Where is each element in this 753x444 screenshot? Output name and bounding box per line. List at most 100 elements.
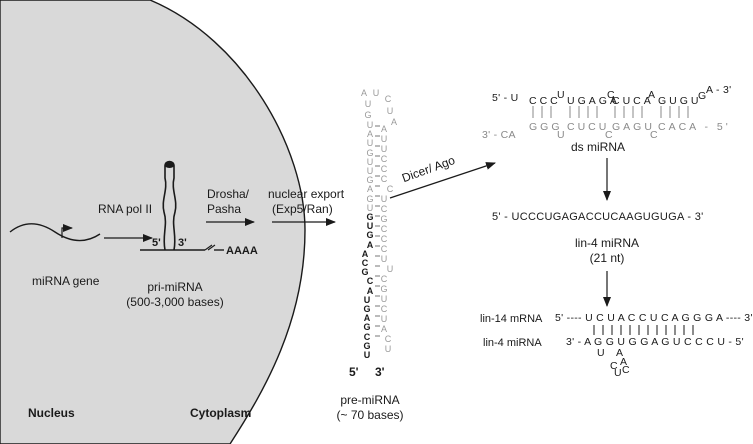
hairpin-left-nt: U <box>366 202 374 213</box>
hairpin-left-nt: U <box>366 138 374 149</box>
hairpin-left-nt: G <box>366 230 374 241</box>
pri-mirna-size: (500-3,000 bases) <box>126 295 224 309</box>
hairpin-left-nt: G <box>366 212 374 222</box>
hairpin-right-nt: C <box>380 224 388 234</box>
hairpin-loop-nt: U <box>364 99 372 109</box>
ds-top-bulge-3: A <box>648 89 656 101</box>
hairpin-left-nt: G <box>366 193 374 204</box>
hairpin-right-nt: C <box>380 204 388 214</box>
hairpin-right-nt: A <box>380 124 388 134</box>
ds-bottom-bulge-1: U <box>557 129 565 141</box>
ds-top-bulge-1: U <box>557 89 565 101</box>
hairpin-right-nt: C <box>380 174 388 184</box>
hairpin-left-nt: C <box>363 331 371 342</box>
pri-mirna-loop <box>164 162 175 168</box>
hairpin-right-nt: C <box>380 164 388 174</box>
ds-top-seq-1: CCC <box>529 95 561 107</box>
hairpin-right-nt: U <box>384 344 392 354</box>
hairpin-loop-nt: A <box>390 117 398 127</box>
hairpin-loop-nt: G <box>364 110 372 120</box>
lin14-sequence: 5' ---- U C U A C C U C A G G G A ---- 3… <box>555 312 753 324</box>
lin4-bulge-nt: C <box>610 360 618 372</box>
hairpin-right-nt: C <box>386 184 394 194</box>
lin4-sequence: 3' - A G G U G G A G U C C C U - 5' <box>566 336 744 348</box>
pre-mirna-pair-ticks <box>375 125 380 337</box>
ds-bottom-seq-3: GAGU <box>612 121 655 133</box>
hairpin-left-nt: U <box>366 156 374 167</box>
mirna-gene-line <box>9 223 101 242</box>
pre-three-prime: 3' <box>375 365 385 379</box>
hairpin-right-nt: C <box>380 154 388 164</box>
mature-sequence: 5' - UCCCUGAGACCUCAAGUGUGA - 3' <box>492 211 704 223</box>
hairpin-left-nt: A <box>366 285 374 296</box>
hairpin-left-nt: G <box>363 340 371 351</box>
hairpin-loop-nt: C <box>384 94 392 104</box>
export-factors: (Exp5/Ran) <box>272 202 333 216</box>
hairpin-left-nt: U <box>366 166 374 176</box>
lin4-bulge-nt: A <box>616 347 624 359</box>
hairpin-right-nt: U <box>386 264 394 274</box>
lin4-bulge-nt: U <box>597 347 605 359</box>
hairpin-right-nt: C <box>380 274 388 284</box>
hairpin-loop-nt: A <box>360 88 368 98</box>
hairpin-loop-nt: U <box>372 88 380 98</box>
hairpin-loop-nt: U <box>386 106 394 116</box>
hairpin-left-nt: G <box>363 322 371 333</box>
pri-mirna-break <box>204 244 216 251</box>
hairpin-right-nt: G <box>380 284 388 294</box>
lin4-bulge-nt: A <box>620 356 628 368</box>
hairpin-right-nt: U <box>380 314 388 324</box>
ds-top-seq-3: CUCA <box>612 95 654 107</box>
hairpin-left-nt: G <box>363 304 371 314</box>
hairpin-left-nt: U <box>363 350 371 360</box>
hairpin-right-nt: A <box>380 324 388 334</box>
pre-mirna-label: pre-miRNA <box>340 393 400 407</box>
ds-bottom-seq-1: GGG <box>529 121 563 133</box>
pri-five-prime: 5' <box>152 237 161 249</box>
promoter-arrow <box>61 224 73 238</box>
pre-mirna-size: (~ 70 bases) <box>336 408 404 422</box>
cytoplasm-label: Cytoplasm <box>190 406 252 420</box>
nucleus-region <box>0 0 306 444</box>
pri-three-prime: 3' <box>178 237 187 249</box>
hairpin-left-nt: A <box>361 248 369 259</box>
pri-mirna-hairpin <box>162 160 177 251</box>
hairpin-right-nt: U <box>380 134 388 144</box>
diagram-artwork <box>0 0 694 444</box>
hairpin-left-nt: A <box>366 239 374 250</box>
ds-top-tail: G <box>698 90 707 102</box>
ds-bottom-lead: 3' - CA <box>482 129 516 141</box>
lin4-length: (21 nt) <box>589 251 625 265</box>
ds-bottom-seq-4: CACA - 5' <box>658 121 731 133</box>
hairpin-left-nt: C <box>361 258 369 268</box>
pre-five-prime: 5' <box>349 365 359 379</box>
ds-top-end: A - 3' <box>706 84 732 96</box>
ds-top-seq-2: UGAGA <box>567 95 620 107</box>
lin14-mrna-label: lin-14 mRNA <box>480 313 543 325</box>
rna-pol-label: RNA pol II <box>98 202 153 216</box>
hairpin-left-nt: C <box>366 276 374 287</box>
lin4-bulge-nt: C <box>622 364 630 376</box>
ds-top-lead: 5' - U <box>492 92 519 104</box>
ds-mirna-pair-lines <box>532 106 689 118</box>
poly-a-tail: AAAA <box>226 245 258 257</box>
lin4-mirna-label: lin-4 miRNA <box>483 337 542 349</box>
hairpin-left-nt: G <box>366 147 374 158</box>
ds-bottom-bulge-3: C <box>650 129 658 141</box>
pasha-label: Pasha <box>207 202 242 216</box>
hairpin-left-nt: G <box>366 175 374 186</box>
ds-mirna-label: ds miRNA <box>570 140 626 154</box>
hairpin-right-nt: U <box>380 194 388 204</box>
export-label: nuclear export <box>268 187 345 201</box>
hairpin-right-nt: U <box>380 294 388 304</box>
mirna-gene-label: miRNA gene <box>32 274 100 288</box>
ds-bottom-bulge-2: C <box>605 129 613 141</box>
hairpin-right-nt: C <box>380 304 388 314</box>
drosha-label: Drosha/ <box>207 187 250 201</box>
hairpin-left-nt: G <box>361 267 369 278</box>
hairpin-right-nt: G <box>380 214 388 224</box>
pri-mirna-label: pri-miRNA <box>147 280 203 294</box>
ds-bottom-seq-2: CUCU <box>567 121 610 133</box>
hairpin-left-nt: A <box>363 313 371 324</box>
